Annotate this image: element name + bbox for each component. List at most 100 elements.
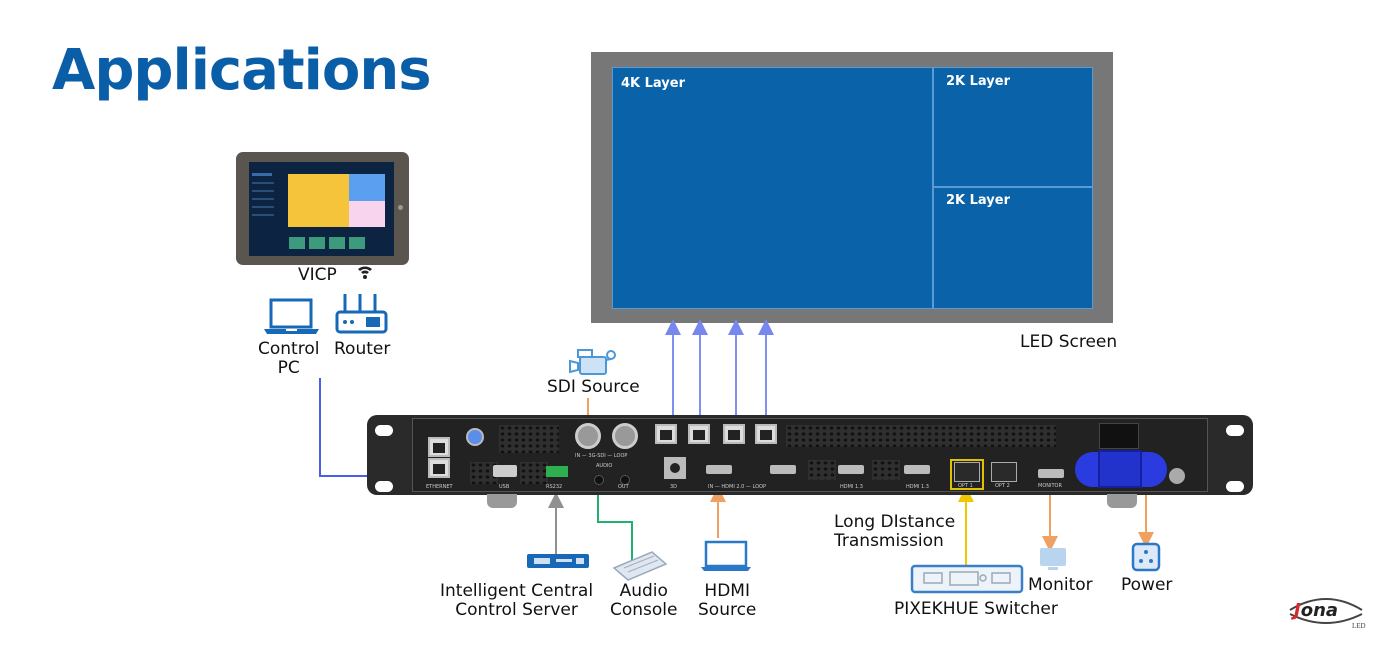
led-screen-label: LED Screen — [1020, 332, 1118, 352]
brand-logo: Jona LED — [1286, 592, 1366, 632]
vent-grille — [872, 460, 900, 480]
ethernet-port-label: ETHERNET — [426, 484, 453, 490]
tablet-thumb — [349, 237, 365, 249]
logo-swoosh-icon — [1289, 598, 1363, 624]
output-port-3 — [723, 424, 745, 444]
layer-label-2k-bottom: 2K Layer — [946, 193, 1011, 208]
tablet-thumb — [309, 237, 325, 249]
hdmi20-port-label: IN — HDMI 2.0 — LOOP — [708, 484, 767, 490]
sdi-source-label: SDI Source — [547, 377, 640, 397]
monitor-port-label: MONITOR — [1038, 483, 1062, 489]
control-server-label-line2: Control Server — [455, 600, 578, 620]
layer-label-4k: 4K Layer — [621, 76, 686, 91]
audio-port-label: AUDIO — [596, 463, 613, 469]
light-sensor — [466, 428, 484, 446]
logo-subtext: LED — [1352, 622, 1366, 630]
tablet-sidebar — [252, 170, 282, 240]
layer-divider-vertical — [932, 67, 934, 309]
control-server-label-line1: Intelligent Central — [440, 581, 594, 601]
router-icon — [335, 294, 388, 334]
audio-console-label-line2: Console — [610, 600, 678, 620]
ethernet-port — [428, 458, 450, 478]
control-pc-label: Control PC — [258, 340, 319, 378]
3d-port — [664, 457, 686, 479]
led-screen-panel — [612, 67, 1093, 309]
rack-ear-hole — [1226, 425, 1244, 436]
switcher-label: PIXEKHUE Switcher — [894, 599, 1058, 619]
opt2-port-label: OPT 2 — [995, 483, 1010, 489]
router-label: Router — [334, 339, 391, 359]
hdmi-in-port — [706, 465, 732, 474]
hdmi13-port-2 — [904, 465, 930, 474]
ground-screw — [1169, 468, 1185, 484]
3d-port-label: 3D — [670, 484, 678, 490]
audio-console-label: Audio Console — [610, 582, 678, 620]
device-foot — [1107, 494, 1137, 508]
opt1-port-label: OPT 1 — [958, 483, 973, 489]
control-pc-label-line1: Control — [258, 339, 320, 359]
monitor-icon — [1040, 548, 1066, 570]
hdmi-source-label-line2: Source — [698, 600, 757, 620]
logo-text-rest: ona — [1300, 600, 1339, 621]
monitor-port — [1038, 469, 1064, 478]
long-distance-label-line2: Transmission — [834, 531, 944, 551]
vent-grille — [499, 425, 559, 453]
output-port-1 — [655, 424, 677, 444]
hdmi13-port-1 — [838, 465, 864, 474]
tablet-home-button — [398, 205, 403, 210]
usb-port-label: USB — [499, 484, 510, 490]
output-port-4 — [755, 424, 777, 444]
layer-label-2k-top: 2K Layer — [946, 74, 1011, 89]
long-distance-label: Long DIstance Transmission — [834, 513, 955, 551]
sdi-in-port — [575, 423, 601, 449]
hdmi-laptop-icon — [701, 540, 751, 571]
sdi-port-label: IN — 3G-SDI — LOOP — [575, 453, 628, 459]
logo-text: Jona — [1294, 600, 1338, 621]
control-server-label: Intelligent Central Control Server — [440, 582, 593, 620]
audio-out-jack — [620, 475, 630, 485]
rs232-port-label: RS232 — [546, 484, 563, 490]
rack-ear-hole — [1226, 481, 1244, 492]
power-inlet — [1098, 450, 1142, 488]
vicp-label: VICP — [298, 265, 337, 285]
sdi-loop-port — [612, 423, 638, 449]
tablet-layer-pink — [349, 201, 385, 227]
tablet-layer-yellow — [288, 174, 349, 227]
power-switch — [1099, 423, 1139, 449]
video-camera-icon — [569, 349, 616, 375]
output-arrows — [665, 319, 774, 415]
logo-text-j: J — [1294, 600, 1301, 621]
tablet-layer-blue — [349, 174, 385, 201]
vent-grille — [520, 462, 548, 484]
vent-grille — [808, 460, 836, 480]
vent-grille — [786, 425, 1056, 447]
page-title: Applications — [52, 38, 432, 103]
vent-grille — [470, 462, 498, 484]
control-pc-label-line2: PC — [277, 358, 300, 378]
long-distance-label-line1: Long DIstance — [834, 512, 956, 532]
audio-console-icon — [612, 551, 668, 581]
power-outlet-icon — [1131, 542, 1161, 572]
monitor-label: Monitor — [1028, 575, 1093, 595]
switcher-icon — [910, 564, 1024, 594]
hdmi-source-label: HDMI Source — [698, 582, 756, 620]
rack-ear-hole — [375, 425, 393, 436]
ethernet-port — [428, 437, 450, 457]
opt1-highlight — [950, 459, 984, 490]
rs232-terminal — [546, 466, 568, 477]
tablet-thumb — [329, 237, 345, 249]
wifi-icon — [358, 266, 372, 279]
hdmi-source-label-line1: HDMI — [704, 581, 750, 601]
tablet-thumb — [289, 237, 305, 249]
audio-console-label-line1: Audio — [619, 581, 668, 601]
output-port-2 — [688, 424, 710, 444]
power-label: Power — [1121, 575, 1173, 595]
control-server-icon — [527, 554, 589, 568]
layer-divider-horizontal — [933, 186, 1093, 188]
hdmi-loop-port — [770, 465, 796, 474]
laptop-icon — [264, 298, 319, 334]
usb-port — [493, 465, 517, 477]
opt2-port — [991, 462, 1017, 482]
audio-in-jack — [594, 475, 604, 485]
